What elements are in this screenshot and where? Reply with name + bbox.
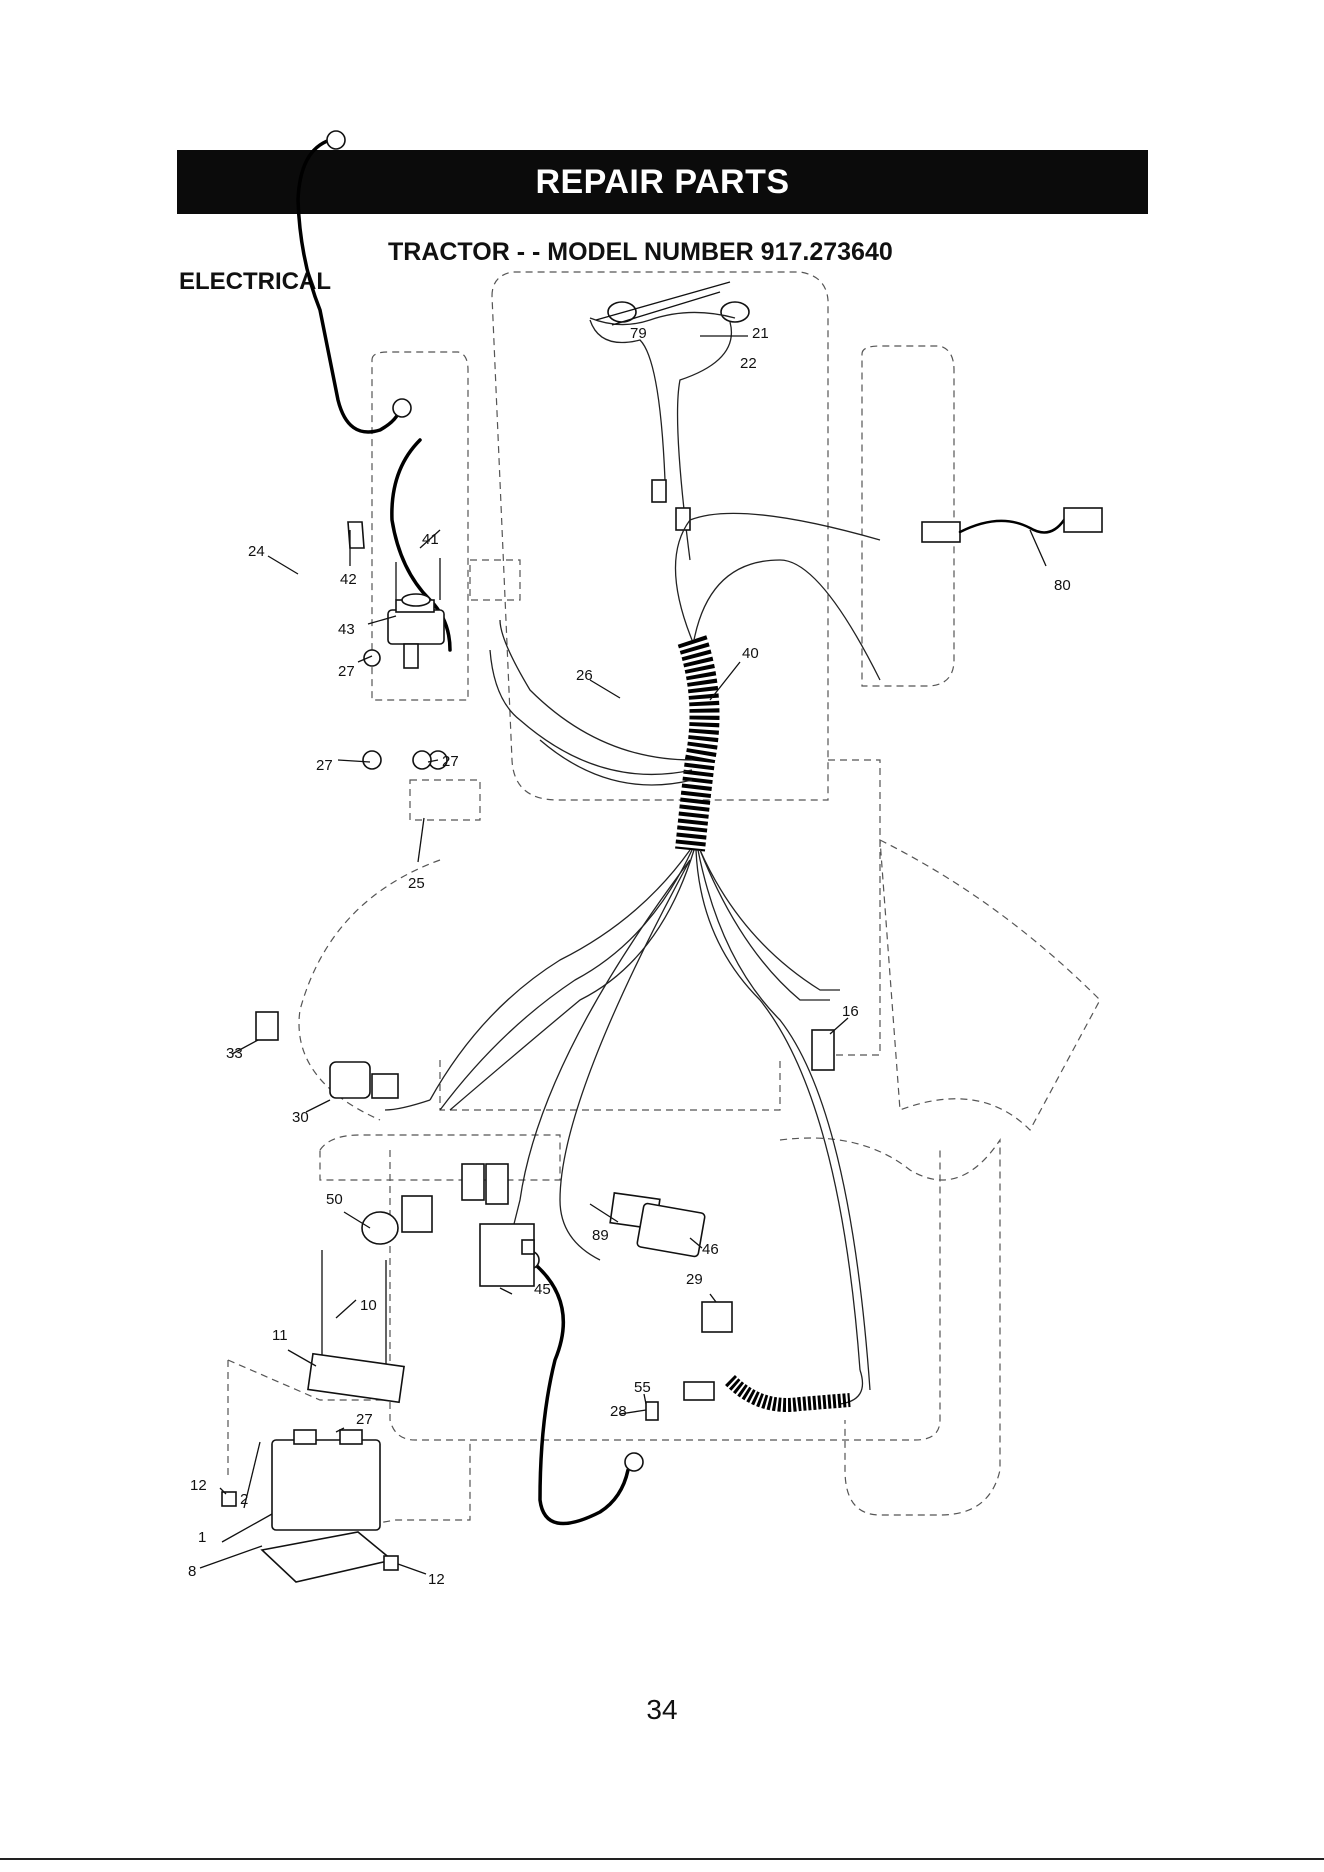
solenoid-assembly — [348, 522, 444, 769]
callout-21: 21 — [752, 325, 769, 342]
callout-8: 8 — [188, 1563, 196, 1580]
battery-cables — [298, 131, 643, 1524]
callout-2: 2 — [240, 1491, 248, 1508]
switches-group — [362, 1030, 834, 1400]
callout-50: 50 — [326, 1191, 343, 1208]
callout-16: 16 — [842, 1003, 859, 1020]
callout-46: 46 — [702, 1241, 719, 1258]
callout-27-b: 27 — [316, 757, 333, 774]
callout-41: 41 — [422, 531, 439, 548]
connector-80 — [922, 508, 1102, 542]
callout-27-c: 27 — [442, 753, 459, 770]
callout-27-d: 27 — [356, 1411, 373, 1428]
callout-33: 33 — [226, 1045, 243, 1062]
callout-12-b: 12 — [428, 1571, 445, 1588]
callout-89: 89 — [592, 1227, 609, 1244]
bottom-rule — [0, 1858, 1324, 1860]
callout-45: 45 — [534, 1281, 551, 1298]
callout-42: 42 — [340, 571, 357, 588]
callout-1: 1 — [198, 1529, 206, 1546]
callout-40: 40 — [742, 645, 759, 662]
callout-12-a: 12 — [190, 1477, 207, 1494]
page-number: 34 — [0, 1694, 1324, 1726]
callout-10: 10 — [360, 1297, 377, 1314]
callout-55: 55 — [634, 1379, 651, 1396]
callout-25: 25 — [408, 875, 425, 892]
headlight-harness — [590, 282, 749, 560]
callout-79: 79 — [630, 325, 647, 342]
coil-wire — [730, 1380, 850, 1405]
callout-27-a: 27 — [338, 663, 355, 680]
callout-43: 43 — [338, 621, 355, 638]
main-wire-harness — [385, 513, 880, 1404]
callout-28: 28 — [610, 1403, 627, 1420]
battery-group — [222, 1250, 658, 1582]
callout-22: 22 — [740, 355, 757, 372]
callout-30: 30 — [292, 1109, 309, 1126]
callout-labels: 22 79 21 41 42 24 80 43 40 27 26 27 27 2… — [188, 325, 1071, 1588]
callout-29: 29 — [686, 1271, 703, 1288]
callout-26: 26 — [576, 667, 593, 684]
callout-80: 80 — [1054, 577, 1071, 594]
ignition-parts — [256, 1012, 398, 1098]
callout-11: 11 — [272, 1327, 288, 1344]
callout-24: 24 — [248, 543, 265, 560]
